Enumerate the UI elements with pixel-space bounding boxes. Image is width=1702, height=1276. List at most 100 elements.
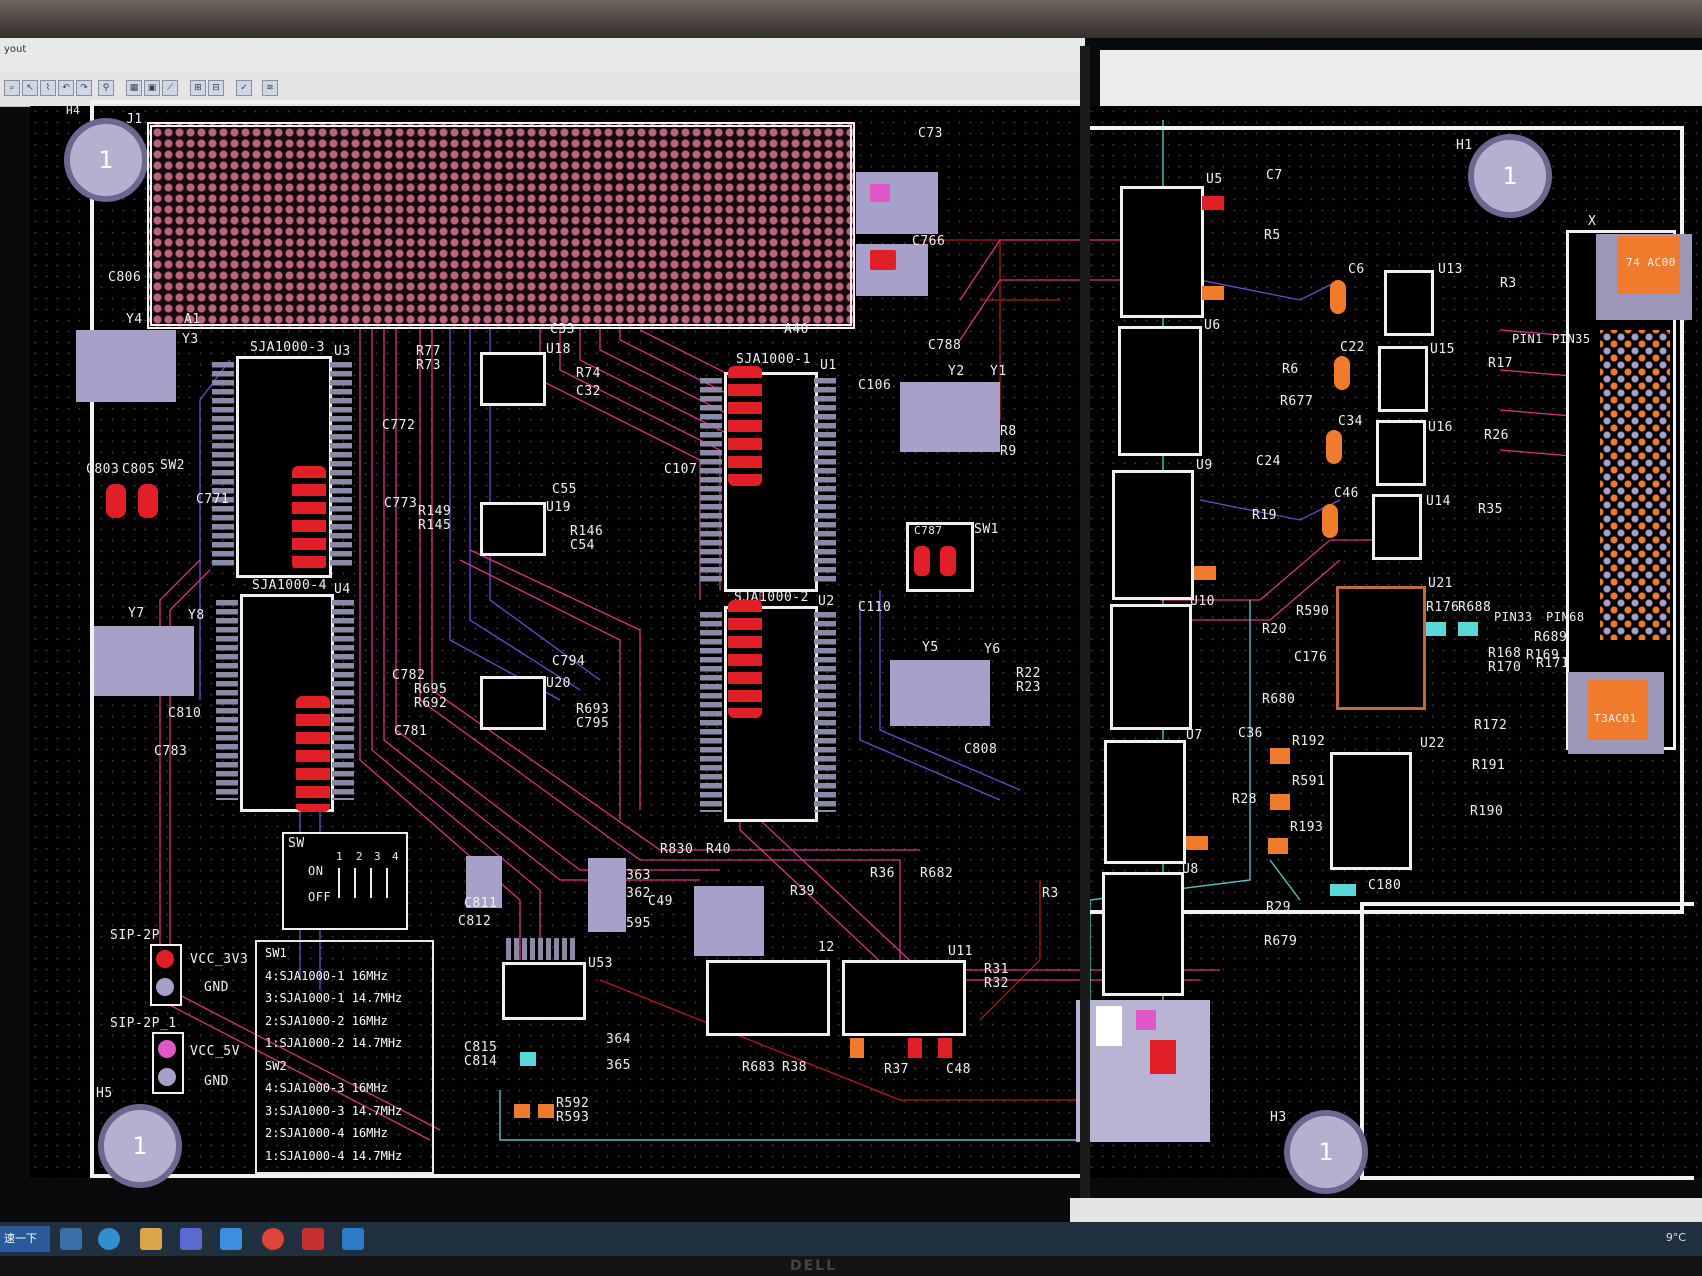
chip-u15[interactable] — [1378, 346, 1428, 412]
dip-switch-off: OFF — [308, 890, 332, 904]
ref-y4: Y4 — [126, 312, 143, 327]
route-icon[interactable]: ⌇ — [40, 80, 56, 96]
mail-icon[interactable] — [60, 1228, 82, 1250]
rule-icon[interactable]: ≋ — [262, 80, 278, 96]
dip-switch-ref: SW — [288, 836, 305, 851]
mount-hole-h4[interactable]: 1 — [64, 118, 148, 202]
mount-hole-h5[interactable]: 1 — [98, 1104, 182, 1188]
ref-u5: U5 — [1206, 172, 1223, 187]
ref-r38: R38 — [782, 1060, 807, 1075]
start-button[interactable]: 速一下 — [0, 1226, 50, 1252]
chip-u10[interactable] — [1110, 604, 1192, 730]
crystal-y5[interactable] — [890, 660, 990, 726]
crystal-y4[interactable] — [76, 330, 176, 402]
chip-74ac00[interactable] — [1618, 236, 1680, 294]
ref-c781: C781 — [394, 724, 428, 739]
pad-vcc-5v — [158, 1040, 176, 1058]
chip-u14[interactable] — [1372, 494, 1422, 560]
chip-u22[interactable] — [1330, 752, 1412, 870]
chip-u5[interactable] — [1120, 186, 1204, 318]
wps-icon[interactable] — [302, 1228, 324, 1250]
layer-icon[interactable]: ▦ — [126, 80, 142, 96]
undo-icon[interactable]: ↶ — [58, 80, 74, 96]
chip-u11[interactable] — [842, 960, 966, 1036]
chip-u16[interactable] — [1376, 420, 1426, 486]
chip-t3ac01[interactable] — [1588, 680, 1648, 740]
ref-r3b: R3 — [1042, 886, 1059, 901]
window-titlebar: yout — [0, 38, 1085, 72]
ref-r77: R77 — [416, 344, 441, 359]
chip-u13[interactable] — [1384, 270, 1434, 336]
ref-h5: H5 — [96, 1086, 113, 1101]
pad-vcc-3v3 — [156, 950, 174, 968]
altium-icon[interactable] — [342, 1228, 364, 1250]
ref-r695: R695 — [414, 682, 448, 697]
pins-u4-left — [216, 600, 238, 800]
chip-u12[interactable] — [706, 960, 830, 1036]
redo-icon[interactable]: ↷ — [76, 80, 92, 96]
pad-c46 — [1322, 504, 1338, 538]
layer2-icon[interactable]: ▣ — [144, 80, 160, 96]
ref-c783: C783 — [154, 744, 188, 759]
measure-icon[interactable]: ⟋ — [162, 80, 178, 96]
chrome-icon[interactable] — [262, 1228, 284, 1250]
chip-u21[interactable] — [1336, 586, 1426, 710]
ref-r31: R31 — [984, 962, 1009, 977]
pane-divider[interactable] — [1080, 46, 1090, 1226]
chip-u9[interactable] — [1112, 470, 1194, 600]
ref-r170: R170 — [1488, 660, 1522, 675]
mount-hole-label: 1 — [1318, 1138, 1334, 1166]
crystal-y7[interactable] — [94, 626, 194, 696]
edge-icon[interactable] — [98, 1228, 120, 1250]
pad-r193 — [1268, 838, 1288, 854]
chip-u8[interactable] — [1102, 872, 1184, 996]
ref-y3: Y3 — [182, 332, 199, 347]
pad-c34 — [1326, 430, 1342, 464]
calendar-icon[interactable] — [180, 1228, 202, 1250]
pad-c6 — [1330, 280, 1346, 314]
crystal-y2[interactable] — [900, 382, 1000, 452]
power-2-net1: VCC_5V — [190, 1044, 240, 1059]
mount-hole-h1[interactable]: 1 — [1468, 134, 1552, 218]
chip-u7[interactable] — [1104, 740, 1186, 864]
grid-icon[interactable]: ⊟ — [208, 80, 224, 96]
ref-pin68: PIN68 — [1546, 610, 1585, 624]
ref-c180: C180 — [1368, 878, 1402, 893]
ref-362: 362 — [626, 886, 651, 901]
zoom-icon[interactable]: ⌕ — [4, 80, 20, 96]
chip-u53[interactable] — [502, 962, 586, 1020]
ref-r191: R191 — [1472, 758, 1506, 773]
weather-temperature[interactable]: 9°C — [1665, 1231, 1686, 1244]
app-icon[interactable] — [220, 1228, 242, 1250]
ref-r146: R146 — [570, 524, 604, 539]
ref-r591: R591 — [1292, 774, 1326, 789]
ref-c73: C73 — [918, 126, 943, 141]
mount-hole-label: 1 — [1502, 162, 1518, 190]
pin-a40-label: A40 — [784, 322, 809, 337]
chip-u6[interactable] — [1118, 326, 1202, 456]
search-icon[interactable]: ⚲ — [98, 80, 114, 96]
chip-u20[interactable] — [480, 676, 546, 730]
ref-u14: U14 — [1426, 494, 1451, 509]
drc-icon[interactable]: ✓ — [236, 80, 252, 96]
pad-u5-red — [1202, 196, 1224, 210]
chip-u18[interactable] — [480, 352, 546, 406]
dip-switch-on: ON — [308, 864, 324, 878]
ref-c773: C773 — [384, 496, 418, 511]
place-icon[interactable]: ⊞ — [190, 80, 206, 96]
power-1-net1: VCC_3V3 — [190, 952, 249, 967]
connector-j1[interactable] — [147, 122, 855, 329]
pad-r592 — [514, 1104, 530, 1118]
legend-line: 2:SJA1000-2 16MHz — [265, 1013, 388, 1028]
mount-hole-h3[interactable]: 1 — [1284, 1110, 1368, 1194]
chip-u19[interactable] — [480, 502, 546, 556]
power-1-ref: SIP-2P — [110, 928, 160, 943]
legend-line: 3:SJA1000-1 14.7MHz — [265, 991, 403, 1005]
ref-chip-bot: T3AC01 — [1594, 712, 1637, 725]
ref-u10: U10 — [1190, 594, 1215, 609]
pad-c73[interactable] — [856, 172, 938, 234]
pad-u5-orange — [1202, 286, 1224, 300]
ref-c814: C814 — [464, 1054, 498, 1069]
select-icon[interactable]: ↖ — [22, 80, 38, 96]
folder-icon[interactable] — [140, 1228, 162, 1250]
